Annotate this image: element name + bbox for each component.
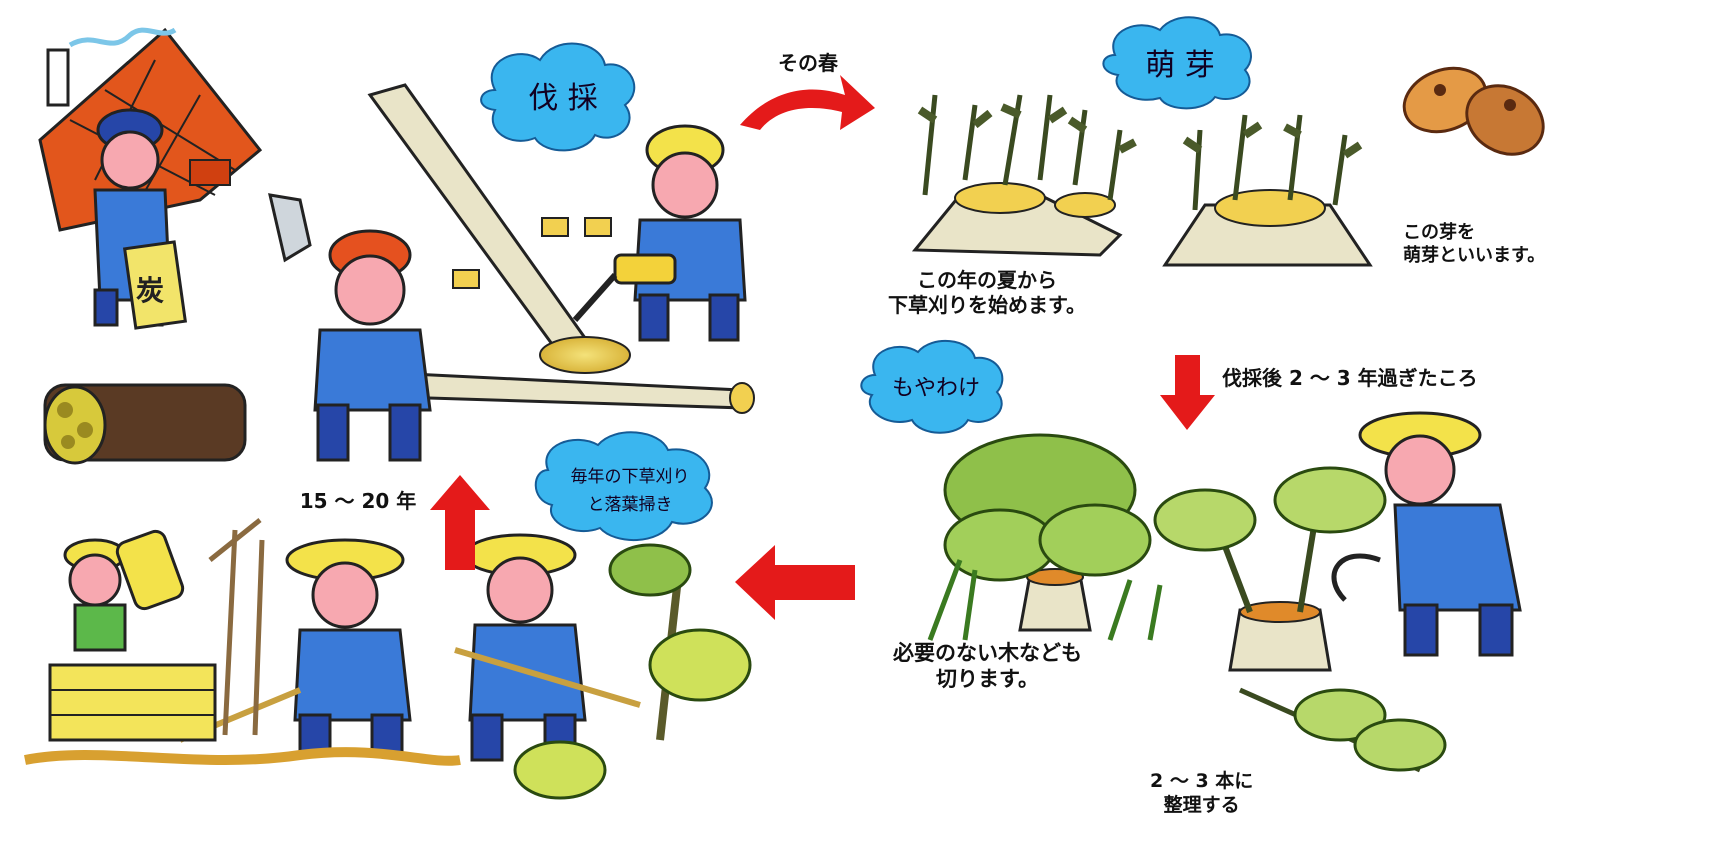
caption-arrange-line1: 2 〜 3 本に [1150,770,1254,792]
arrow-to-thinning [1160,355,1215,430]
arrow-to-felling [430,475,490,570]
bubble-weeding-line1: 毎年の下草刈り [571,467,690,487]
worker-with-chainsaw [572,124,747,342]
child-with-basket [63,529,185,652]
label-15-20-years: 15 〜 20 年 [300,489,417,513]
worker-with-scythe [454,533,641,762]
bubble-weeding-line2: と落葉掃き [588,495,673,515]
thinned-sprouts [1153,466,1387,672]
bubble-sprouting-label: 萌 芽 [1145,48,1215,83]
arrow-to-sprouting [740,75,875,130]
cloud-bubble-sprouting [1102,16,1252,110]
sprouting-stump-left [911,94,1137,257]
cloud-bubble-felling [480,42,636,152]
cloud-bubble-thinning [860,339,1004,434]
felled-tree [328,83,755,414]
caption-sprout-line1: この芽を [1403,222,1475,243]
cut-branch [1238,687,1447,773]
caption-arrange-line2: 整理する [1163,793,1240,816]
leaf-sweeping-worker [178,538,412,757]
label-that-spring: その春 [778,51,839,75]
sprouting-stump-right [1162,114,1373,267]
caption-cut-line2: 切ります。 [936,667,1039,692]
cloud-bubble-weeding [534,431,713,541]
worker-with-charcoal-bag [93,108,188,330]
leaf-compost-box [24,663,461,766]
label-after-felling: 伐採後 2 〜 3 年過ぎたころ [1222,366,1478,390]
arrow-to-weeding [735,545,855,620]
caption-cut-line1: 必要のない木なども [893,641,1082,665]
caption-cut-unneeded: 必要のない木なども 切ります。 [893,640,1082,693]
butterfly-icon [1402,66,1545,156]
firewood-bundle [43,383,247,465]
worker-with-hatchet [268,193,432,462]
caption-sprout-line2: 萌芽といいます。 [1403,244,1546,266]
small-stumps [452,217,612,289]
caption-arrange-stems: 2 〜 3 本に 整理する [1150,770,1253,818]
bubble-thinning-label: もやわけ [892,376,980,401]
worker-with-sickle [1331,411,1522,657]
bubble-felling-label: 伐 採 [528,81,598,116]
charcoal-bag-label: 炭 [136,274,164,307]
young-tree-weeding [513,543,752,800]
caption-summer-line1: この年の夏から [917,268,1057,292]
caption-sprout-definition: この芽を 萌芽といいます。 [1403,222,1545,267]
caption-summer-line2: 下草刈りを始めます。 [888,293,1086,317]
bare-trees [208,518,265,736]
overgrown-sprouts [927,433,1163,641]
caption-summer-weeding: この年の夏から 下草刈りを始めます。 [888,268,1086,318]
